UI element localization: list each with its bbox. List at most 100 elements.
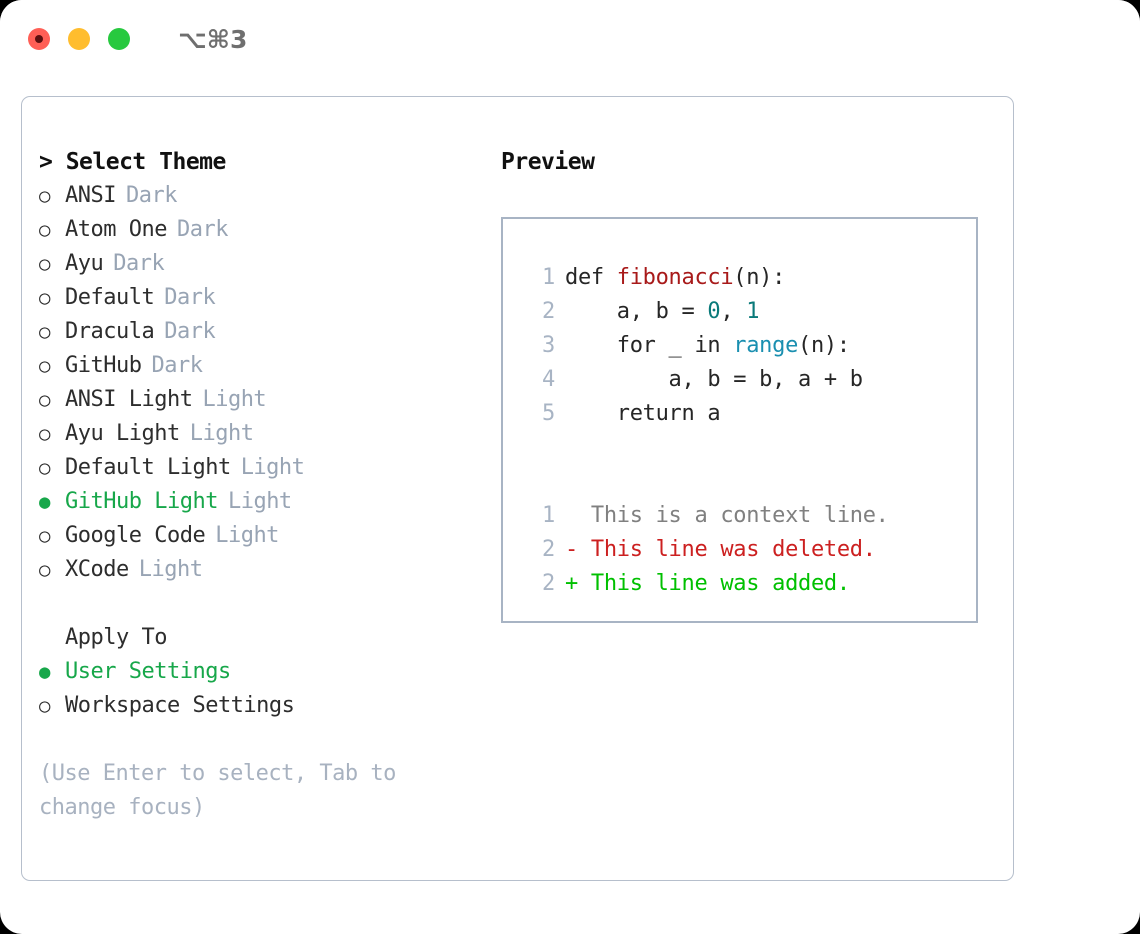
theme-name: Google Code [65, 523, 206, 548]
theme-list-item[interactable]: ○ Dracula Dark [39, 315, 479, 349]
preview-column: Preview 1 def fibonacci(n): 2 a, b = 0, … [501, 145, 991, 623]
code-line: 4 a, b = b, a + b [525, 363, 976, 397]
radio-icon: ○ [39, 185, 50, 207]
theme-name: Ayu Light [65, 421, 180, 446]
line-number: 2 [542, 571, 555, 596]
theme-name: ANSI Light [65, 387, 193, 412]
code-token: return a [565, 401, 721, 426]
keyboard-hint-text: (Use Enter to select, Tab to change focu… [39, 761, 396, 820]
theme-list-item[interactable]: ○ GitHub Dark [39, 349, 479, 383]
apply-to-item-selected[interactable]: ● User Settings [39, 655, 479, 689]
preview-separator [525, 465, 976, 499]
close-dot-icon [35, 35, 43, 43]
minimize-button-icon[interactable] [68, 28, 90, 50]
radio-icon: ○ [39, 355, 50, 377]
theme-variant-tag: Light [215, 523, 279, 548]
diff-sign-minus: - [565, 537, 591, 562]
preview-box: 1 def fibonacci(n): 2 a, b = 0, 1 3 for … [501, 217, 978, 623]
code-token-function: fibonacci [616, 265, 734, 290]
line-number: 2 [542, 537, 555, 562]
code-token: def [565, 265, 617, 290]
theme-list-item-selected[interactable]: ● GitHub Light Light [39, 485, 479, 519]
apply-to-heading: Apply To [65, 625, 167, 650]
line-number: 4 [542, 367, 555, 392]
theme-variant-tag: Dark [164, 319, 216, 344]
theme-variant-tag: Light [240, 455, 305, 480]
theme-name: ANSI [65, 183, 116, 208]
theme-list-item[interactable]: ○ Default Dark [39, 281, 479, 315]
theme-name: GitHub [65, 353, 142, 378]
theme-list-item[interactable]: ○ Atom One Dark [39, 213, 479, 247]
diff-sample: 1 This is a context line. 2 - This line … [525, 499, 976, 601]
apply-to-label: Workspace Settings [65, 693, 295, 718]
theme-list-item[interactable]: ○ ANSI Dark [39, 179, 479, 213]
diff-text: This line was deleted. [590, 537, 876, 562]
theme-name: Atom One [65, 217, 167, 242]
radio-icon: ○ [39, 253, 50, 275]
apply-to-item[interactable]: ○ Workspace Settings [39, 689, 479, 723]
theme-name: XCode [65, 557, 129, 582]
theme-list-item[interactable]: ○ ANSI Light Light [39, 383, 479, 417]
theme-variant-tag: Light [202, 387, 267, 412]
radio-icon: ○ [39, 219, 50, 241]
preview-separator [525, 431, 976, 465]
main-panel: > Select Theme ○ ANSI Dark ○ Atom One Da… [21, 96, 1014, 881]
radio-icon: ○ [39, 321, 50, 343]
select-theme-heading: > Select Theme [39, 149, 226, 175]
close-button-icon[interactable] [28, 28, 50, 50]
theme-variant-tag: Dark [151, 353, 203, 378]
theme-variant-tag: Dark [113, 251, 165, 276]
code-token: a, b = [565, 299, 708, 324]
line-number: 2 [542, 299, 555, 324]
theme-name: Default [65, 285, 155, 310]
theme-list-item[interactable]: ○ Ayu Light Light [39, 417, 479, 451]
radio-icon: ○ [39, 525, 50, 547]
apply-to-label: User Settings [65, 659, 231, 684]
diff-text: This line was added. [590, 571, 850, 596]
maximize-button-icon[interactable] [108, 28, 130, 50]
code-line: 5 return a [525, 397, 976, 431]
theme-variant-tag: Dark [164, 285, 216, 310]
code-line: 3 for _ in range(n): [525, 329, 976, 363]
radio-icon: ○ [39, 695, 50, 717]
radio-icon: ○ [39, 457, 50, 479]
preview-heading: Preview [501, 149, 595, 175]
radio-icon-selected: ● [39, 661, 50, 683]
diff-line-added: 2 + This line was added. [525, 567, 976, 601]
code-line: 1 def fibonacci(n): [525, 261, 976, 295]
line-number: 1 [542, 265, 555, 290]
theme-list-item[interactable]: ○ Ayu Dark [39, 247, 479, 281]
code-token-number: 0 [707, 299, 721, 324]
code-line: 2 a, b = 0, 1 [525, 295, 976, 329]
code-token-number: 1 [746, 299, 760, 324]
theme-variant-tag: Light [189, 421, 254, 446]
code-token: , [720, 299, 747, 324]
radio-icon-selected: ● [39, 491, 50, 513]
diff-text: This is a context line. [590, 503, 889, 528]
theme-list-item[interactable]: ○ Default Light Light [39, 451, 479, 485]
theme-variant-tag: Light [227, 489, 292, 514]
theme-variant-tag: Light [138, 557, 203, 582]
line-number: 1 [542, 503, 555, 528]
theme-list: ○ ANSI Dark ○ Atom One Dark ○ Ayu Dark ○… [39, 179, 479, 587]
radio-icon: ○ [39, 423, 50, 445]
list-spacer [39, 587, 479, 621]
theme-list-item[interactable]: ○ Google Code Light [39, 519, 479, 553]
line-number: 5 [542, 401, 555, 426]
radio-icon: ○ [39, 389, 50, 411]
code-token: for _ in [565, 333, 734, 358]
theme-select-column: > Select Theme ○ ANSI Dark ○ Atom One Da… [39, 145, 479, 825]
apply-to-list: ● User Settings ○ Workspace Settings [39, 655, 479, 723]
code-token-builtin: range [733, 333, 799, 358]
window-controls [28, 28, 130, 50]
theme-name: Ayu [65, 251, 104, 276]
theme-variant-tag: Dark [176, 217, 228, 242]
code-token: a, b = b, a + b [565, 367, 864, 392]
diff-sign [565, 503, 591, 528]
code-token: (n): [733, 265, 786, 290]
theme-name: Default Light [65, 455, 231, 480]
theme-list-item[interactable]: ○ XCode Light [39, 553, 479, 587]
keyboard-shortcut-label: ⌥⌘3 [178, 24, 248, 54]
diff-line-deleted: 2 - This line was deleted. [525, 533, 976, 567]
